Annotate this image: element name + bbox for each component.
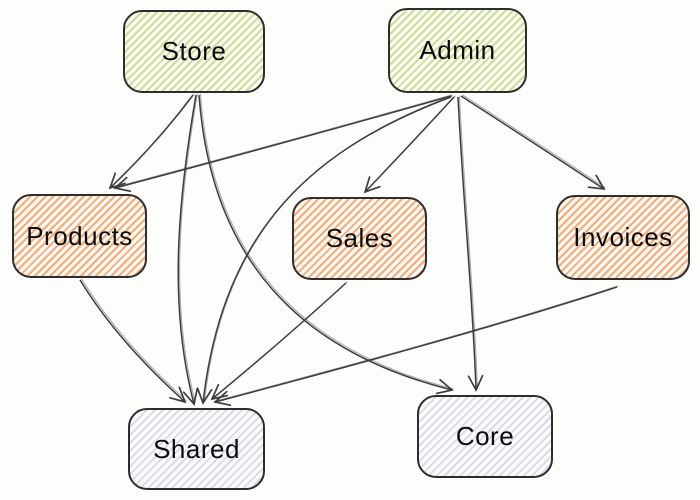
node-store-label: Store xyxy=(161,36,227,66)
edge-admin-products-sketch xyxy=(116,94,453,188)
edge-admin-sales xyxy=(363,96,455,194)
node-invoices-label: Invoices xyxy=(573,222,673,252)
node-products-label: Products xyxy=(26,220,133,251)
node-admin: Admin xyxy=(388,8,527,93)
edge-store-core xyxy=(198,94,454,395)
node-sales-label: Sales xyxy=(325,223,394,253)
edge-admin-products xyxy=(113,95,452,193)
edge-products-shared-sketch xyxy=(80,278,187,402)
edge-admin-invoices xyxy=(460,95,606,191)
edge-admin-shared xyxy=(196,96,452,405)
node-shared-label: Shared xyxy=(153,433,240,464)
edge-sales-shared xyxy=(210,282,347,401)
node-sales: Sales xyxy=(292,197,427,280)
edge-admin-core xyxy=(457,96,484,392)
edge-store-products xyxy=(108,94,194,190)
edge-invoices-shared-sketch xyxy=(216,285,619,402)
node-core: Core xyxy=(417,395,553,478)
edge-store-core-sketch xyxy=(199,93,454,390)
node-admin-label: Admin xyxy=(419,35,496,65)
node-shared: Shared xyxy=(128,408,265,490)
node-store: Store xyxy=(123,10,265,93)
edge-products-shared xyxy=(79,279,187,404)
edge-store-shared-sketch xyxy=(179,93,198,403)
edge-admin-invoices-sketch xyxy=(462,94,606,189)
edge-store-products-sketch xyxy=(111,93,195,188)
edge-invoices-shared xyxy=(213,286,618,407)
edge-admin-core-sketch xyxy=(458,95,478,389)
node-core-label: Core xyxy=(455,421,515,451)
node-products: Products xyxy=(12,194,147,278)
edge-store-shared xyxy=(177,94,199,406)
node-invoices: Invoices xyxy=(556,195,690,280)
